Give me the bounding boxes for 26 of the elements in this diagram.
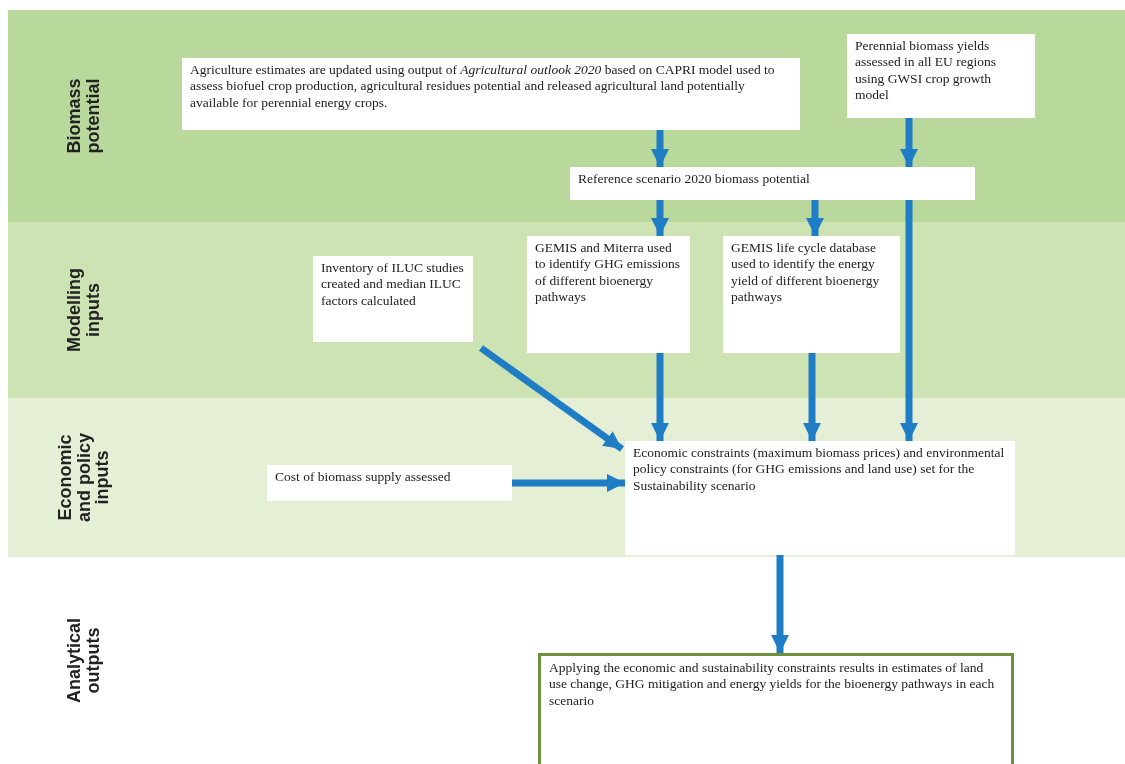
band [8,10,1125,222]
band-label: Analytical outputs [65,617,103,706]
process-box: Applying the economic and sustainability constraints results in estimates of land use change, GHG mitigation and energy yields for the bioenergy pathways in each scenario [538,653,1014,764]
process-box: Agriculture estimates are updated using output of Agricultural outlook 2020 based on CAPRI model used to assess biofuel crop production, agricultural residues potential and released agricultural land potentially available for perennial energy crops. [182,58,800,130]
process-box: Inventory of ILUC studies created and median ILUC factors calculated [313,256,473,342]
band [8,398,1125,557]
band-label: Modelling inputs [65,267,103,354]
arrow [771,555,789,653]
arrow [478,345,625,452]
arrow [651,200,669,236]
band-label: Economic and policy inputs [55,432,113,524]
band [8,222,1125,398]
arrow [651,353,669,441]
arrow [900,200,918,441]
arrow [803,353,821,441]
process-box: Reference scenario 2020 biomass potential [570,167,975,200]
process-box: GEMIS life cycle database used to identify the energy yield of different bioenergy pathways [723,236,900,353]
arrow [900,118,918,167]
process-box: Cost of biomass supply assessed [267,465,512,501]
band-label: Biomass potential [65,77,103,156]
arrow [651,130,669,167]
arrow [806,200,824,236]
process-box: Perennial biomass yields assessed in all EU regions using GWSI crop growth model [847,34,1035,118]
process-box: Economic constraints (maximum biomass prices) and environmental policy constraints (for GHG emissions and land use) set for the Sustainability scenario [625,441,1015,555]
process-box: GEMIS and Miterra used to identify GHG emissions of different bioenergy pathways [527,236,690,353]
arrow [512,474,625,492]
